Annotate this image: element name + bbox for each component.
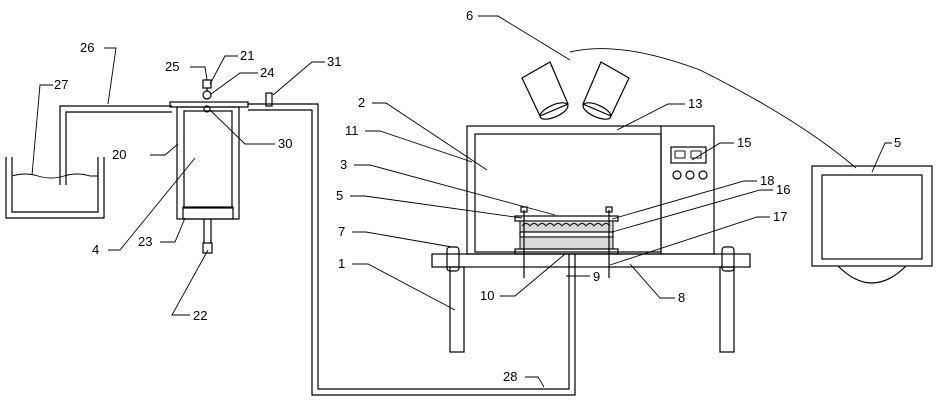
- water-tank: [6, 157, 104, 218]
- label-23: 23: [138, 234, 152, 249]
- label-16: 16: [776, 182, 790, 197]
- label-24: 24: [260, 65, 274, 80]
- label-15: 15: [737, 135, 751, 150]
- label-1: 1: [338, 256, 345, 271]
- label-13: 13: [688, 96, 702, 111]
- label-6: 6: [466, 8, 473, 23]
- label-25: 25: [165, 59, 179, 74]
- label-31: 31: [327, 54, 341, 69]
- label-10: 10: [480, 288, 494, 303]
- label-17: 17: [773, 209, 787, 224]
- label-7: 7: [338, 224, 345, 239]
- computer-monitor: [812, 166, 932, 283]
- chamber-unit: [467, 126, 714, 254]
- label-27: 27: [54, 77, 68, 92]
- label-22: 22: [193, 308, 207, 323]
- leader-lines: [32, 16, 892, 387]
- label-21: 21: [240, 48, 254, 63]
- label-18: 18: [760, 173, 774, 188]
- label-28: 28: [503, 369, 517, 384]
- supply-pipe: [60, 106, 172, 185]
- label-4: 4: [92, 242, 99, 257]
- label-26: 26: [80, 40, 94, 55]
- label-9: 9: [593, 269, 600, 284]
- label-11: 11: [345, 123, 359, 138]
- label-8: 8: [678, 290, 685, 305]
- label-3: 3: [340, 157, 347, 172]
- label-5-computer: 5: [894, 135, 901, 150]
- label-2: 2: [358, 95, 365, 110]
- label-30: 30: [278, 136, 292, 151]
- label-5-sample: 5: [336, 188, 343, 203]
- label-20: 20: [112, 147, 126, 162]
- part-labels: 26 27 20 4 23 22 25 21 24 30 31 28 2 11 …: [54, 8, 901, 384]
